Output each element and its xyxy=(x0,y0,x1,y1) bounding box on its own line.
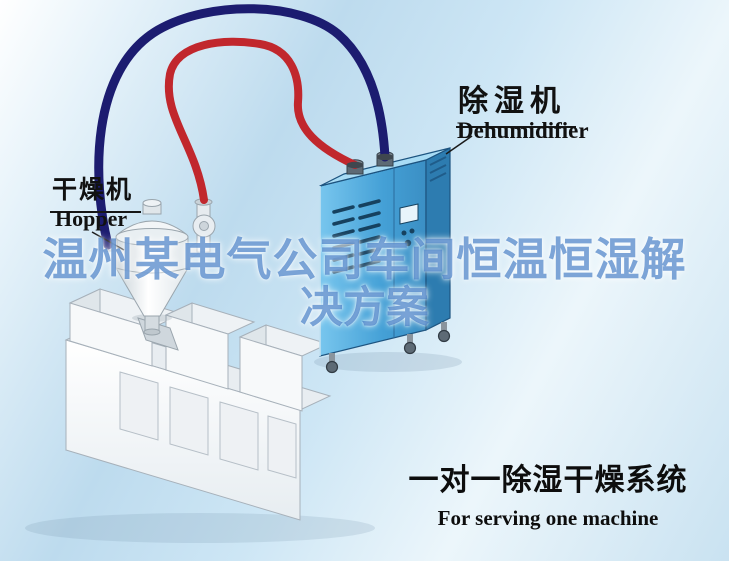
dehumidifier-label-cn: 除湿机 xyxy=(456,76,576,128)
vent-slot xyxy=(332,253,355,262)
caster-wheel xyxy=(437,329,451,343)
ground-shadows xyxy=(25,352,462,543)
machine-door-panel xyxy=(219,401,259,471)
control-button xyxy=(409,228,415,234)
caster-stem xyxy=(407,334,413,343)
vent-slot xyxy=(358,199,381,208)
vent-slot xyxy=(358,259,381,268)
caption: 一对一除湿干燥系统 For serving one machine xyxy=(398,455,698,531)
hoses xyxy=(94,4,394,250)
vent-slot xyxy=(358,247,381,256)
vent-slot xyxy=(332,265,355,274)
machine-box2-front xyxy=(239,336,303,412)
vent-slot xyxy=(358,235,381,244)
hose-collar xyxy=(376,153,394,161)
vent-slot xyxy=(358,223,381,232)
hopper-label-cn: 干燥机 xyxy=(50,170,142,213)
dehumidifier-cabinet xyxy=(319,147,451,374)
vent-slot xyxy=(332,217,355,226)
hopper-cap xyxy=(142,199,162,207)
machine-door-panel xyxy=(267,415,297,479)
hopper-label-en: Hopper xyxy=(55,206,128,231)
machine-door-panel xyxy=(169,386,209,456)
return-air-hose-navy xyxy=(94,4,390,250)
caption-title-cn: 一对一除湿干燥系统 xyxy=(408,464,688,497)
dry-air-hose-red xyxy=(164,37,359,204)
hopper-rim xyxy=(115,228,189,246)
casters xyxy=(325,322,451,374)
hopper-leader-line xyxy=(91,231,125,251)
vent-slot xyxy=(332,205,355,214)
hopper-outlet-flange xyxy=(143,328,161,336)
vent-slot xyxy=(332,241,355,250)
extruder-machine xyxy=(64,288,332,521)
hopper-body xyxy=(115,236,189,274)
machine-door-panel xyxy=(119,371,159,441)
caster-stem xyxy=(441,322,447,331)
blower-fan-hub xyxy=(199,221,209,231)
caster-wheel xyxy=(325,360,339,374)
blower-connector xyxy=(187,241,199,261)
leader-lines xyxy=(91,135,473,251)
caption-subtitle-en: For serving one machine xyxy=(437,506,659,530)
machine-box1-front xyxy=(165,314,229,390)
louver-line xyxy=(429,164,447,174)
louver-line xyxy=(429,172,447,182)
dehumidifier-label-en: Dehumidifier xyxy=(457,118,589,143)
dehumidifier-leader-line xyxy=(445,135,473,155)
hose-collar xyxy=(346,161,364,169)
control-knob xyxy=(404,239,412,247)
vent-slot xyxy=(332,229,355,238)
vent-slot xyxy=(358,211,381,220)
side-louvers xyxy=(429,156,447,182)
control-panel xyxy=(399,203,419,247)
caster-wheel xyxy=(403,341,417,355)
caster-stem xyxy=(329,353,335,362)
cabinet-top-face xyxy=(319,147,451,187)
hopper-pedestal-front xyxy=(69,302,153,367)
louver-line xyxy=(429,156,447,166)
control-display xyxy=(399,203,419,225)
cabinet-side-face xyxy=(425,147,451,331)
vent-grille xyxy=(332,199,381,274)
control-button xyxy=(401,230,407,236)
